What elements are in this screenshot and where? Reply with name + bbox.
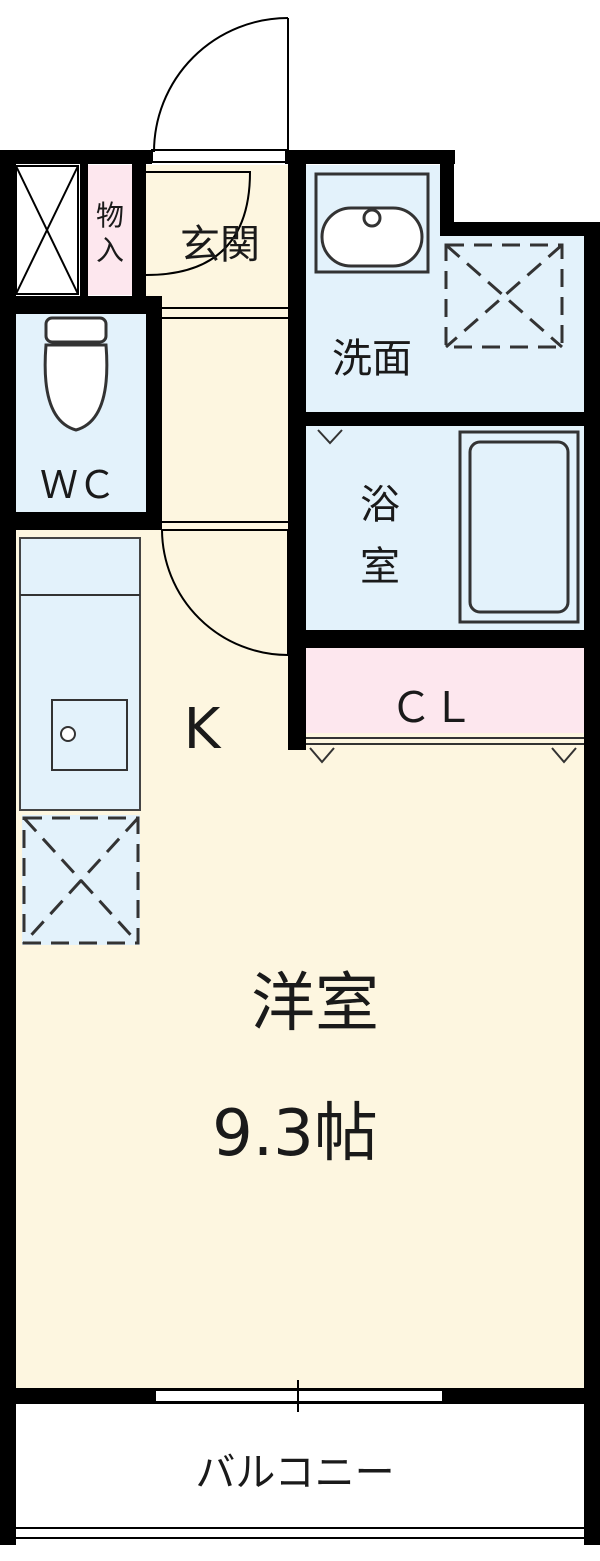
western-room-size: 9.3帖 bbox=[212, 1097, 378, 1171]
washroom-ext-floor bbox=[445, 235, 585, 415]
bath-label-top: 浴 bbox=[360, 482, 400, 528]
washer-space bbox=[444, 243, 564, 349]
western-room-label: 洋室 bbox=[251, 967, 379, 1041]
wc-label: ＷＣ bbox=[40, 463, 116, 507]
room-door bbox=[161, 521, 289, 656]
entrance-label: 玄関 bbox=[180, 222, 260, 268]
storage-label-top: 物 bbox=[96, 199, 124, 232]
hallway-floor bbox=[145, 165, 295, 665]
toilet bbox=[43, 316, 109, 432]
storage-floor bbox=[88, 165, 132, 295]
entrance-step bbox=[145, 171, 252, 276]
closet-label: ＣＬ bbox=[390, 683, 474, 732]
kitchen-sink bbox=[20, 594, 140, 771]
washroom-label: 洗面 bbox=[332, 336, 412, 382]
shoe-closet-x bbox=[15, 165, 79, 295]
storage-label-bottom: 入 bbox=[96, 234, 124, 267]
bath-label-bottom: 室 bbox=[360, 544, 400, 590]
bathtub bbox=[458, 430, 580, 624]
wash-basin bbox=[314, 172, 430, 274]
kitchen-label: K bbox=[184, 697, 222, 762]
front-door bbox=[151, 17, 289, 163]
closet-doors bbox=[306, 737, 584, 764]
fridge-space bbox=[22, 816, 140, 945]
closet-floor bbox=[305, 648, 585, 733]
balcony-label: バルコニー bbox=[195, 1450, 394, 1496]
walls bbox=[0, 150, 600, 1545]
